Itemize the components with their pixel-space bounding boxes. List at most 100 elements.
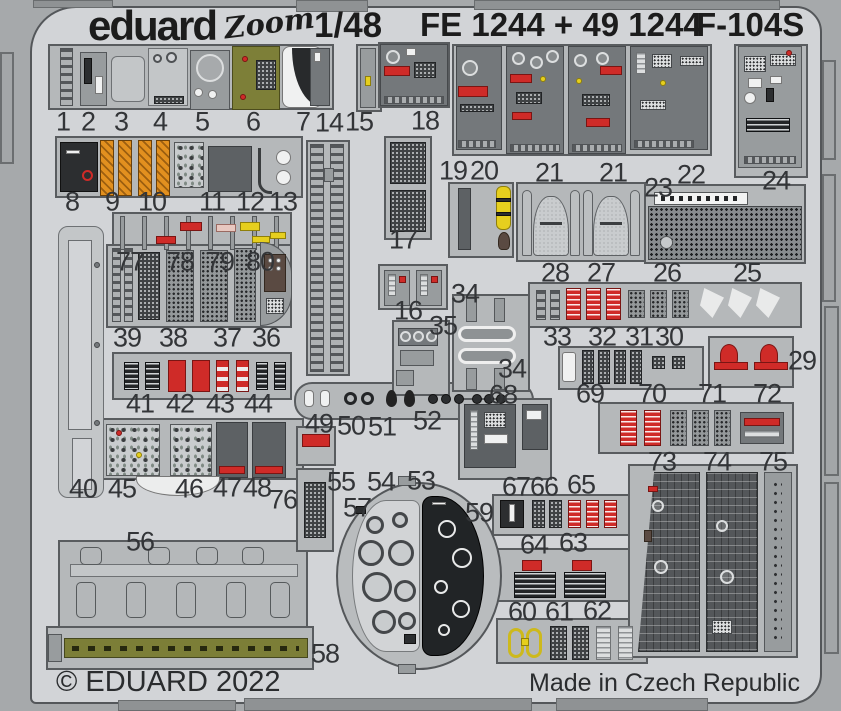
pe-part-whitedash [654,192,748,205]
part-number-10: 10 [137,186,167,217]
part-number-24: 24 [761,165,791,196]
pe-part-grey [396,370,414,386]
part-number-22: 22 [676,159,706,190]
pe-part-grey [120,216,125,250]
pe-part-ringlight [413,331,424,342]
pe-part-ringwhite [452,600,470,618]
pe-part-gridwhite [484,412,506,428]
pe-part-circle [276,170,291,185]
pe-part-meshdark [532,500,545,528]
pe-part-lightstrip [636,52,646,74]
part-number-78: 78 [165,246,195,277]
part-number-55: 55 [326,466,356,497]
part-number-73: 73 [647,446,677,477]
pe-part-circle [660,236,673,249]
part-number-49: 49 [304,408,334,439]
pe-part-drop [386,390,397,407]
pe-part-orange [118,140,132,196]
pe-part-ladder [310,144,324,372]
part-number-33: 33 [542,321,572,352]
part-number-11: 11 [198,186,226,217]
pe-part-grey [48,634,62,662]
pe-part-ringlight [546,50,559,63]
part-number-75: 75 [758,446,788,477]
pe-part-ringlight [512,52,525,65]
part-number-74: 74 [702,446,732,477]
pe-part-ringdark [392,512,408,528]
pe-part-grey [494,368,505,390]
pe-part-circle [428,394,438,404]
pe-part-holedot [166,52,177,63]
pe-part-circle [744,92,756,104]
pe-part-ringlight [530,56,543,69]
pe-part-red [180,222,202,231]
part-number-40: 40 [68,473,98,504]
pe-part-sheetfill [68,240,92,430]
pe-part-circle [540,76,546,82]
pe-part-grey [400,350,434,366]
pe-part-ringlight [462,60,478,76]
part-number-50: 50 [336,410,366,441]
pe-part-ringdark [388,540,414,566]
scale-label: 1/48 [314,6,383,45]
pe-part-circle [786,50,792,56]
pe-part-circle [276,258,281,263]
pe-part-circle [660,80,666,86]
sheet-frame-tab [118,700,236,711]
pe-part-meshdark [672,356,685,369]
pe-part-circle [116,430,122,436]
pe-part-buckle [242,547,264,565]
pe-part-redstrip2 [568,500,581,528]
pe-part-gridwhite [712,620,732,634]
pe-part-meshdark [582,350,594,384]
pe-part-red [572,560,592,571]
part-number-12: 12 [235,186,265,217]
pe-part-ringlight [426,331,437,342]
pe-part-pad [593,196,629,256]
part-number-4: 4 [152,106,168,137]
pe-part-olivebar [64,638,308,658]
aircraft-name: F-104S [696,6,805,43]
pe-part-mesh [650,290,667,318]
pe-part-darkline [600,222,622,225]
part-number-15: 15 [344,106,374,137]
pe-part-orange [138,140,152,196]
pe-part-red [744,418,780,426]
part-number-69: 69 [575,378,605,409]
pe-part-ladder [536,290,546,320]
sheet-frame-edge [0,52,14,164]
pe-part-ringdark [394,580,416,602]
pe-part-grey [466,298,477,322]
part-number-21: 21 [598,157,628,188]
pe-part-grey [494,298,505,322]
pe-part-mesh [714,410,731,446]
part-number-34: 34 [450,278,480,309]
part-number-31: 31 [624,321,654,352]
pe-part-mesh [670,410,687,446]
pe-part-meshdark [598,350,610,384]
pe-part-ribbed [458,140,496,148]
pe-part-circle [276,266,281,271]
part-number-67: 67 [501,471,531,502]
part-number-8: 8 [64,186,80,217]
pe-part-meshdark [582,94,610,106]
pe-part-ringdark [398,612,416,630]
part-number-47: 47 [212,472,242,503]
pe-part-archstrip [630,190,640,256]
pe-part-white [509,504,515,522]
pe-part-ribbed [572,144,622,152]
pe-part-buckle [76,582,96,618]
pe-part-circle [472,394,482,404]
part-number-3: 3 [113,106,129,137]
pe-part-ringlight [654,560,668,574]
eduard-logo: eduard [88,2,218,49]
pe-part-ringdark [362,572,392,602]
pe-part-red [156,236,176,244]
pe-part-yellow [240,222,260,231]
part-number-54: 54 [366,466,396,497]
part-number-51: 51 [367,411,397,442]
sheet-frame-edge [822,60,836,160]
pe-part-ringlight [574,54,587,67]
pe-part-pink [216,224,236,232]
